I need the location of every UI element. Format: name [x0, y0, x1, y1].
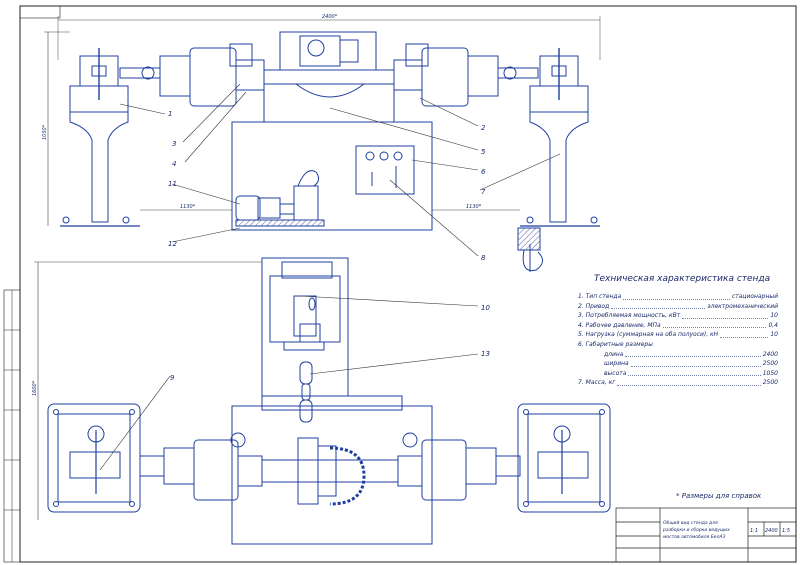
dim-right-offset: 1130*	[466, 204, 482, 210]
dim-overall-length: 2400*	[322, 14, 338, 20]
callout-4: 4	[172, 160, 176, 168]
dim-left-offset: 1130*	[180, 204, 196, 210]
callout-1: 1	[168, 110, 172, 118]
callout-2: 2	[481, 124, 486, 132]
titleblock-name-3: мостов автомобиля БелАЗ	[663, 534, 726, 540]
dim-plan-height: 1600*	[32, 380, 38, 396]
spec-title: Техническая характеристика стенда	[594, 274, 771, 284]
callout-10: 10	[481, 304, 490, 312]
title-block	[615, 507, 797, 563]
callout-12: 12	[168, 240, 177, 248]
front-view	[44, 16, 601, 272]
callout-13: 13	[481, 350, 490, 358]
spec-row: 6. Габаритные размеры	[578, 340, 653, 348]
sheet-frame	[3, 5, 797, 563]
dimension-labels: 2400* 1050* 1130* 1130* 1600*	[32, 14, 482, 396]
spec-footnote: * Размеры для справок	[676, 492, 762, 500]
dim-overall-height: 1050*	[42, 124, 48, 140]
callout-6: 6	[481, 168, 486, 176]
callout-9: 9	[170, 374, 175, 382]
callout-labels: 1 2 3 4 5 6 7 8 9 10 11 12 13	[168, 110, 490, 382]
plan-view	[34, 257, 611, 545]
titleblock-name-1: Общий вид стенда для	[663, 520, 718, 526]
callout-11: 11	[168, 180, 177, 188]
callout-7: 7	[481, 188, 486, 196]
titleblock-sheet: 1:5	[782, 528, 790, 534]
titleblock-mass: 1:1	[750, 528, 758, 534]
callout-3: 3	[172, 140, 176, 148]
titleblock-name-2: разборки и сборки ведущих	[662, 527, 730, 533]
leader-lines	[99, 83, 561, 471]
callout-5: 5	[481, 148, 486, 156]
callout-8: 8	[481, 254, 486, 262]
titleblock-scale: 2400	[765, 528, 778, 534]
spec-row: 5. Нагрузка (суммарная на оба полуоси), …	[578, 331, 778, 339]
